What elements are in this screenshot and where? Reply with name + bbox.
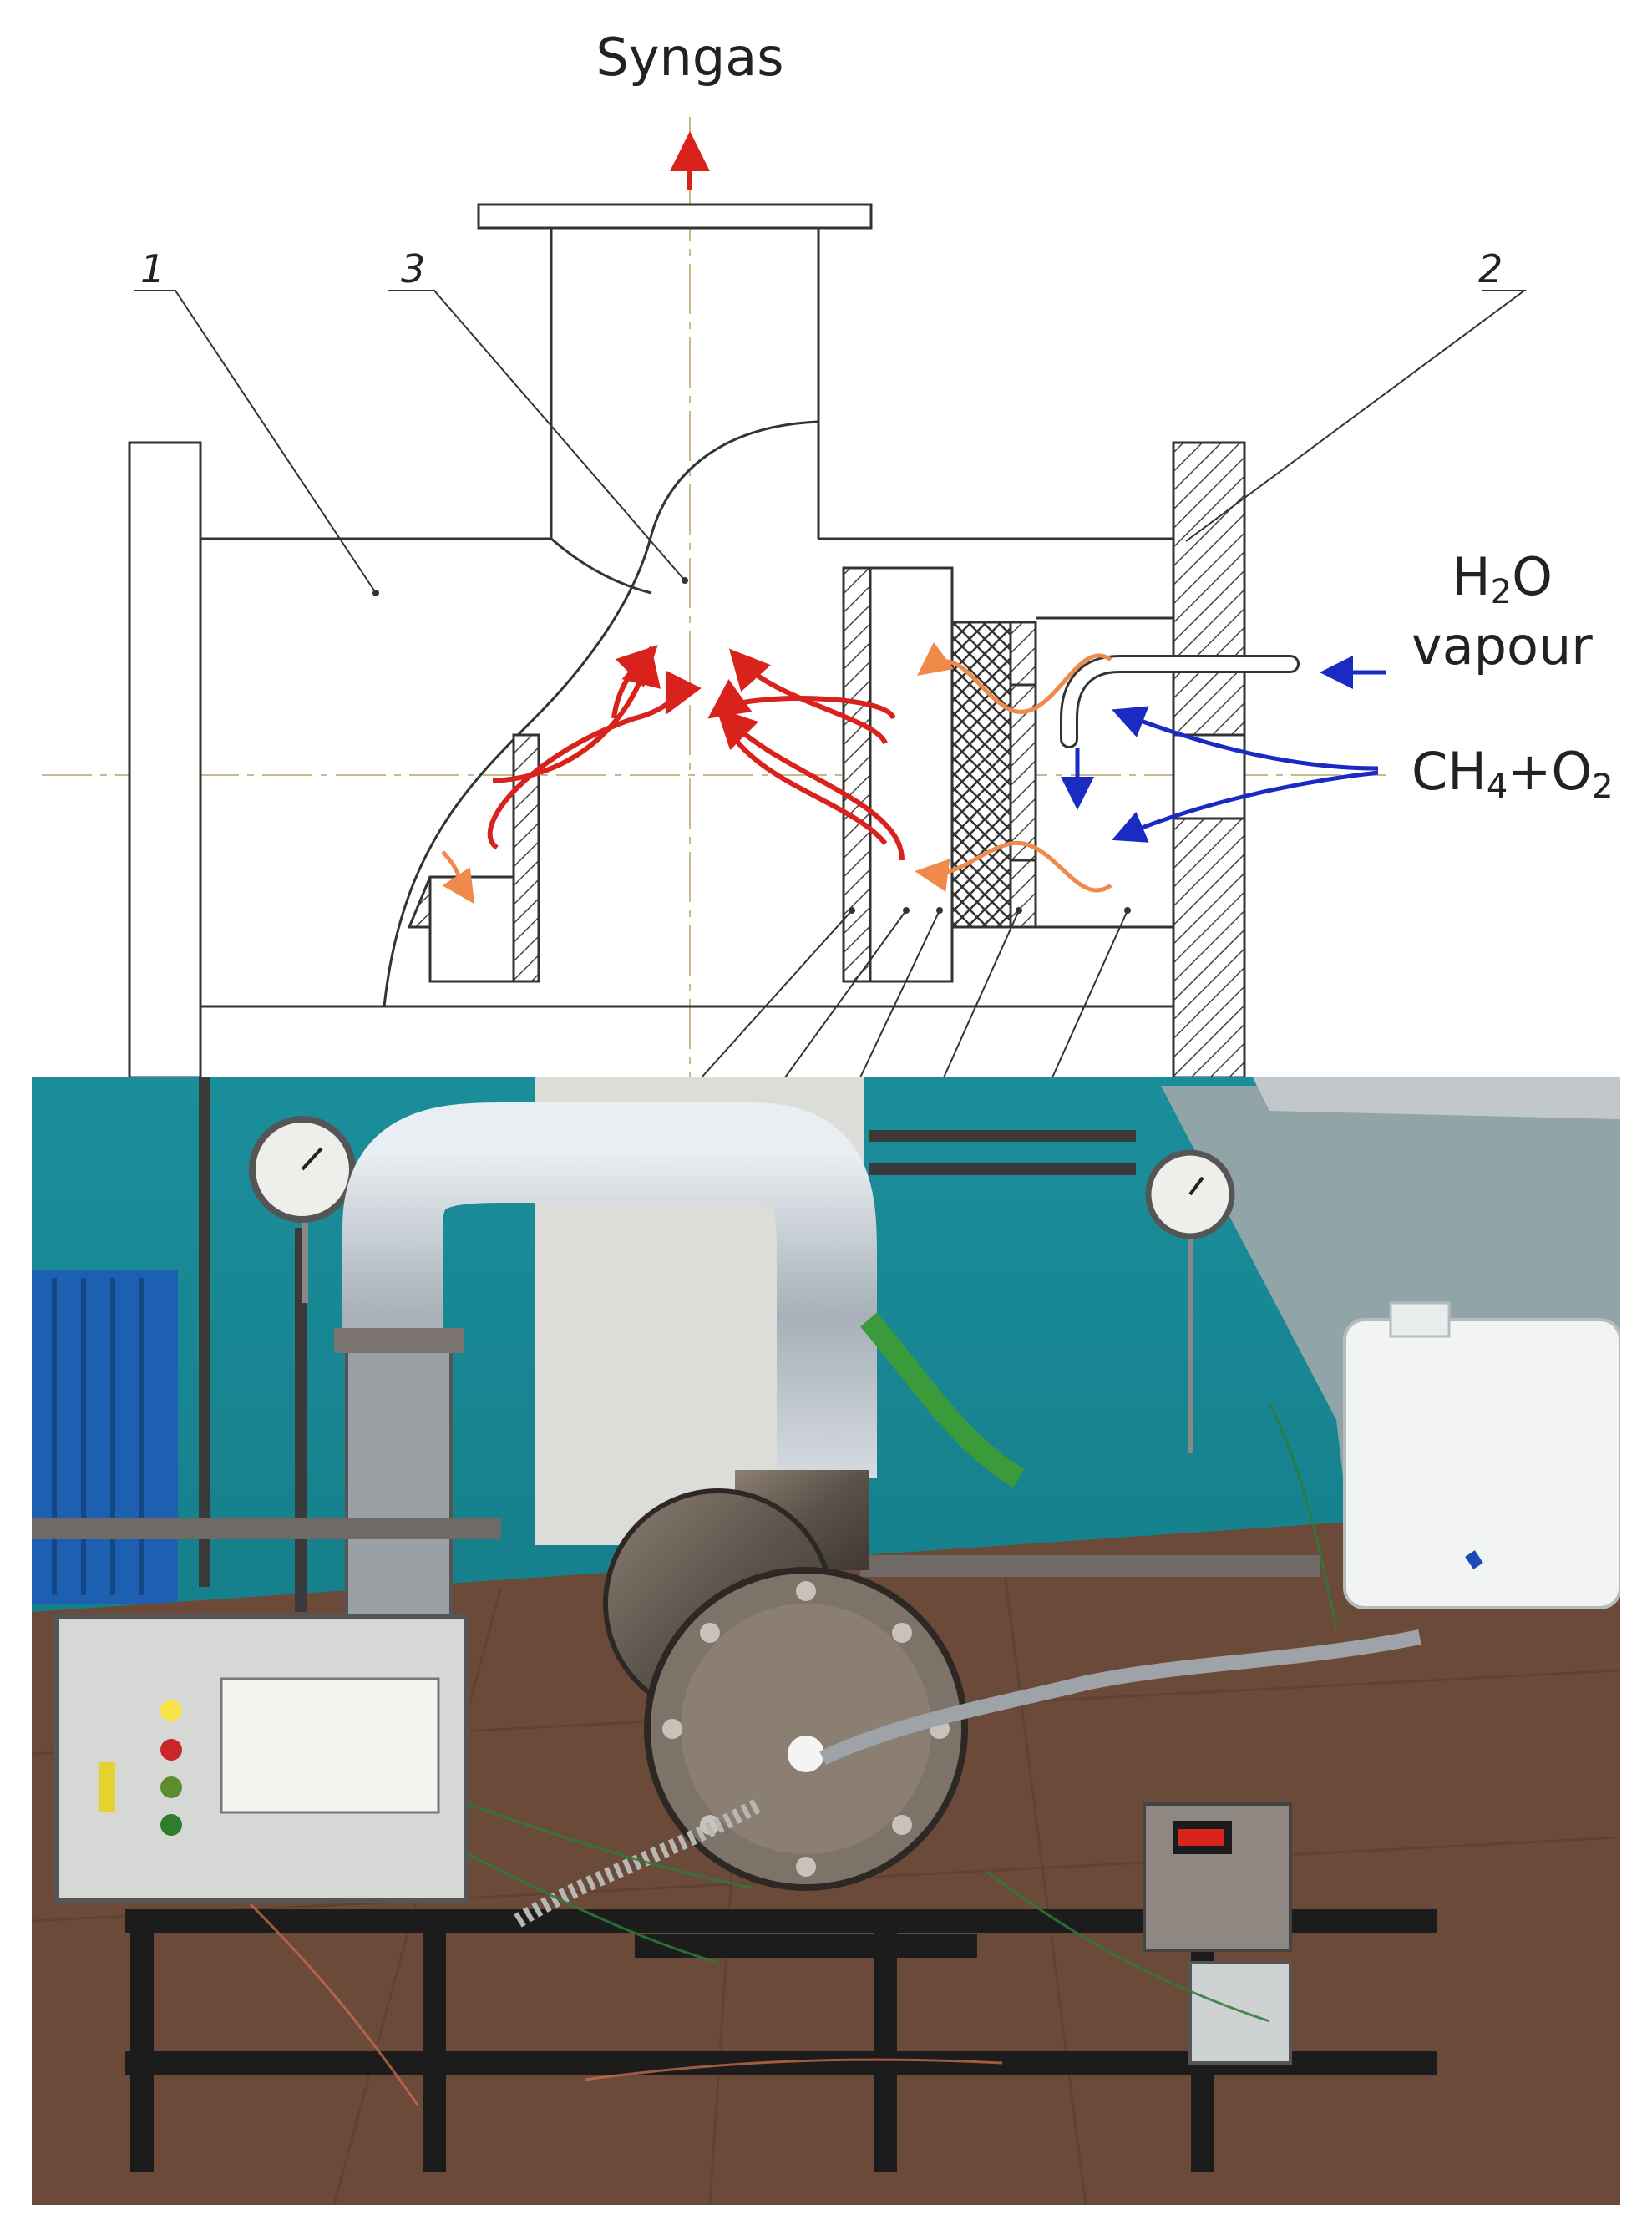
reactor-body bbox=[603, 1470, 968, 1891]
callout-1: 1 bbox=[140, 246, 165, 291]
green-hose bbox=[860, 1312, 1025, 1488]
spring-coil bbox=[514, 1797, 764, 1928]
vapour-label-line2: vapour bbox=[1411, 616, 1593, 677]
water-canister bbox=[1343, 1301, 1620, 1609]
fuel-oxidizer-label: CH4+O2 bbox=[1411, 741, 1614, 806]
heat-flow-arrows bbox=[441, 642, 1112, 905]
product-flow-arrows bbox=[487, 645, 905, 861]
callout-2: 2 bbox=[1478, 246, 1503, 291]
braided-hose bbox=[819, 1629, 1421, 1766]
vapour-label-line1: H2O bbox=[1452, 546, 1553, 611]
inlet-flow-arrows bbox=[1061, 656, 1386, 843]
pressure-gauge-right bbox=[1145, 1149, 1235, 1453]
callout-3: 3 bbox=[401, 246, 425, 291]
radiator bbox=[32, 1270, 178, 1604]
pressure-gauge-left bbox=[249, 1116, 356, 1303]
setup-photo bbox=[32, 1077, 1620, 2205]
reactor-schematic: 1 3 2 Syngas H2O bbox=[0, 0, 1652, 1079]
control-box bbox=[54, 1614, 469, 1903]
peristaltic-pump bbox=[1143, 1802, 1292, 2065]
insulated-pipe bbox=[342, 1102, 877, 1478]
heat-exchanger-column bbox=[345, 1335, 453, 1647]
syngas-label: Syngas bbox=[596, 27, 784, 88]
